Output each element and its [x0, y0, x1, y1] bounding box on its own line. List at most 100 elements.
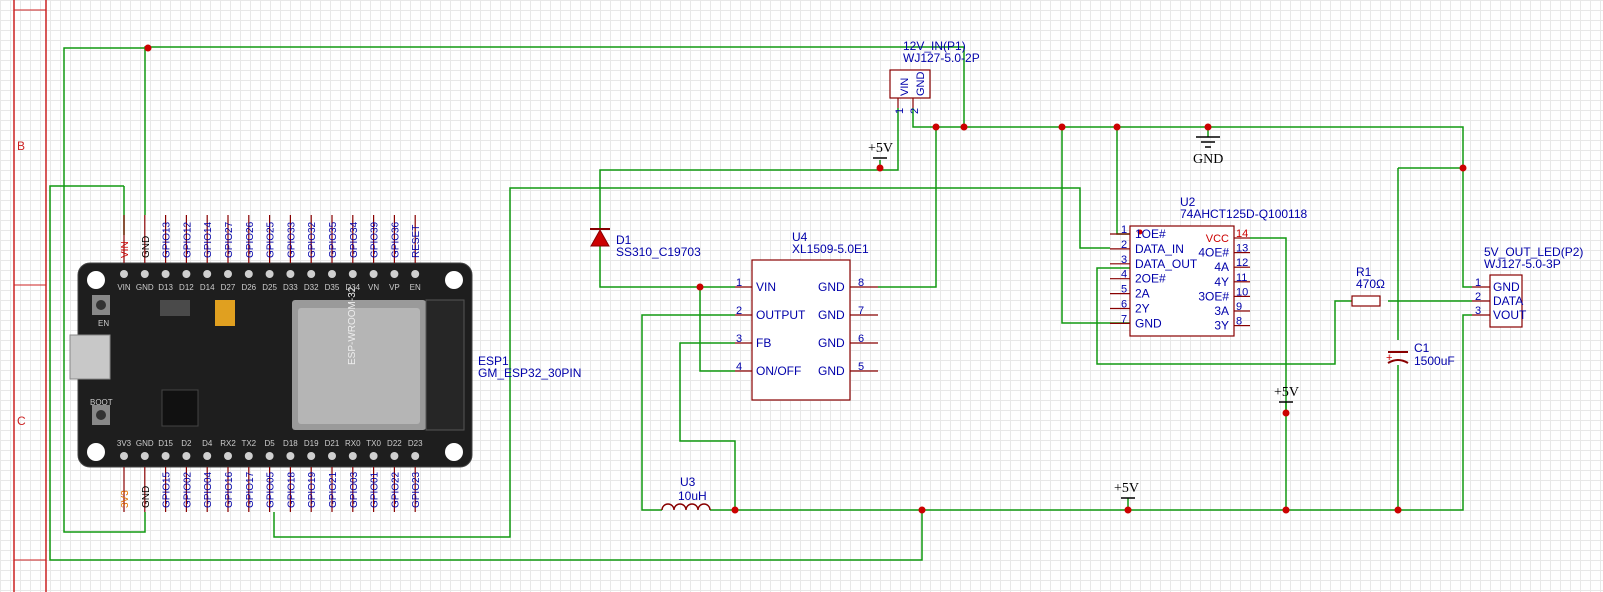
esp-top-pin-pad [390, 270, 399, 278]
u2-pin-name: 3Y [1214, 319, 1229, 333]
u4-ref: U4 [792, 230, 808, 244]
u2-pin-num: 2 [1121, 239, 1127, 251]
esp-top-silk: D25 [262, 283, 277, 292]
esp-bottom-silk: D23 [408, 439, 423, 448]
esp-bottom-pins: 3V33V3GNDGNDGPIO15D15GPIO02D2GPIO04D4GPI… [117, 439, 423, 512]
esp-top-silk: D13 [158, 283, 173, 292]
esp-bottom-silk: RX0 [345, 439, 361, 448]
plus5v-label-2: +5V [1114, 481, 1139, 496]
u2-pin-name: 3OE# [1198, 289, 1229, 303]
esp-bottom-net: GPIO03 [349, 471, 360, 508]
esp-top-pin-pad [411, 270, 420, 278]
esp-top-net: GPIO25 [266, 221, 277, 258]
esp32-board[interactable]: ESP-WROOM-32 EN BOOT ESP1 GM_ESP32_30PIN… [69, 215, 581, 512]
u2-pin-name: 4Y [1214, 275, 1229, 289]
connector-p2[interactable]: 5V_OUT_LED(P2) WJ127-5.0-3P 1 2 3 GND DA… [1472, 245, 1583, 328]
esp-bottom-net: GPIO19 [307, 471, 318, 508]
esp-top-pin-pad [265, 270, 274, 278]
esp-top-pin-pad [369, 270, 378, 278]
power-flags: +5V +5V +5V GND [868, 136, 1299, 499]
esp-top-net: GPIO34 [349, 221, 360, 258]
u2-pin-num: 4 [1121, 269, 1127, 281]
ic-u4[interactable]: U4 XL1509-5.0E1 1 2 3 4 VIN OUTPUT FB ON… [735, 230, 878, 401]
r1-value: 470Ω [1356, 277, 1385, 291]
esp-top-pin-pad [348, 270, 357, 278]
u4-pin1-num: 1 [736, 277, 742, 289]
esp-top-pin-pad [286, 270, 295, 278]
esp-top-silk: VN [368, 283, 379, 292]
u2-pin-name: 2OE# [1135, 272, 1166, 286]
esp-bottom-pin-pad [348, 452, 357, 460]
esp-ref: ESP1 [478, 354, 509, 368]
d1-value: SS310_C19703 [616, 245, 701, 259]
u2-pin-name: VCC [1206, 233, 1229, 245]
resistor-r1[interactable]: R1 470Ω [1351, 265, 1385, 307]
border-row-c: C [17, 414, 26, 428]
u2-pin-name: 4A [1214, 260, 1229, 274]
esp-btn-boot: BOOT [90, 398, 113, 407]
esp-top-net: GPIO33 [286, 221, 297, 258]
p2-pin3-name: VOUT [1493, 308, 1527, 322]
u3-ref: U3 [680, 475, 696, 489]
connector-p1[interactable]: 12V_IN(P1) WJ127-5.0-2P VIN GND 1 2 [889, 39, 980, 114]
u2-pin-num: 5 [1121, 284, 1127, 296]
esp-top-net: GND [141, 236, 152, 258]
esp-top-pin-pad [120, 270, 128, 278]
esp-top-net: GPIO26 [245, 221, 256, 258]
esp-bottom-net: GND [141, 486, 152, 508]
d1-ref: D1 [616, 233, 632, 247]
u2-pin-num: 6 [1121, 299, 1127, 311]
esp-top-net: GPIO36 [390, 221, 401, 258]
esp-bottom-pin-pad [307, 452, 316, 460]
esp-top-net: GPIO13 [162, 221, 173, 258]
u2-pin-num: 7 [1121, 313, 1127, 325]
esp-bottom-silk: TX2 [241, 439, 256, 448]
esp-top-silk: D35 [325, 283, 340, 292]
esp-bottom-net: GPIO16 [224, 471, 235, 508]
esp-bottom-pin-pad [369, 452, 378, 460]
diode-d1[interactable]: D1 SS310_C19703 [590, 228, 701, 259]
c1-value: 1500uF [1414, 354, 1455, 368]
u4-pin7-num: 7 [858, 305, 864, 317]
esp-top-pin-pad [203, 270, 212, 278]
esp-top-silk: D14 [200, 283, 215, 292]
esp-top-silk: D12 [179, 283, 194, 292]
esp-top-pin-pad [244, 270, 253, 278]
esp-value: GM_ESP32_30PIN [478, 366, 581, 380]
u4-pin3-name: FB [756, 336, 771, 350]
esp-bottom-silk: D4 [202, 439, 213, 448]
esp-bottom-pin-pad [224, 452, 232, 460]
r1-ref: R1 [1356, 265, 1372, 279]
esp-top-net: RESET [411, 225, 422, 258]
esp-top-net: GPIO27 [224, 221, 235, 258]
u4-pin4-num: 4 [736, 361, 742, 373]
esp-bottom-net: GPIO05 [266, 471, 277, 508]
u2-pin-num: 8 [1236, 316, 1242, 328]
esp-top-pin-pad [182, 270, 191, 278]
esp-top-net: VIN [120, 241, 131, 258]
u4-pin8-num: 8 [858, 277, 864, 289]
esp-bottom-silk: D21 [325, 439, 340, 448]
u4-pin6-name: GND [818, 336, 845, 350]
esp-top-silk: D34 [345, 283, 360, 292]
u2-pin-name: 4OE# [1198, 246, 1229, 260]
esp-bottom-silk: 3V3 [117, 439, 132, 448]
esp-bottom-net: GPIO18 [286, 471, 297, 508]
esp-top-pin-pad [328, 270, 336, 278]
inductor-u3[interactable]: U3 10uH [661, 475, 711, 511]
esp-top-silk: D27 [221, 283, 236, 292]
esp-bottom-pin-pad [203, 452, 212, 460]
u4-pin7-name: GND [818, 308, 845, 322]
capacitor-c1[interactable]: + C1 1500uF [1386, 341, 1455, 368]
esp-bottom-silk: D15 [158, 439, 173, 448]
esp-bottom-pin-pad [390, 452, 399, 460]
c1-polarity: + [1386, 352, 1392, 364]
u4-pin4-name: ON/OFF [756, 364, 801, 378]
gnd-symbol: GND [1193, 136, 1223, 167]
esp-bottom-pin-pad [140, 452, 149, 460]
esp-top-net: GPIO12 [182, 221, 193, 258]
esp-bottom-net: GPIO02 [182, 471, 193, 508]
u4-pin6-num: 6 [858, 333, 864, 345]
